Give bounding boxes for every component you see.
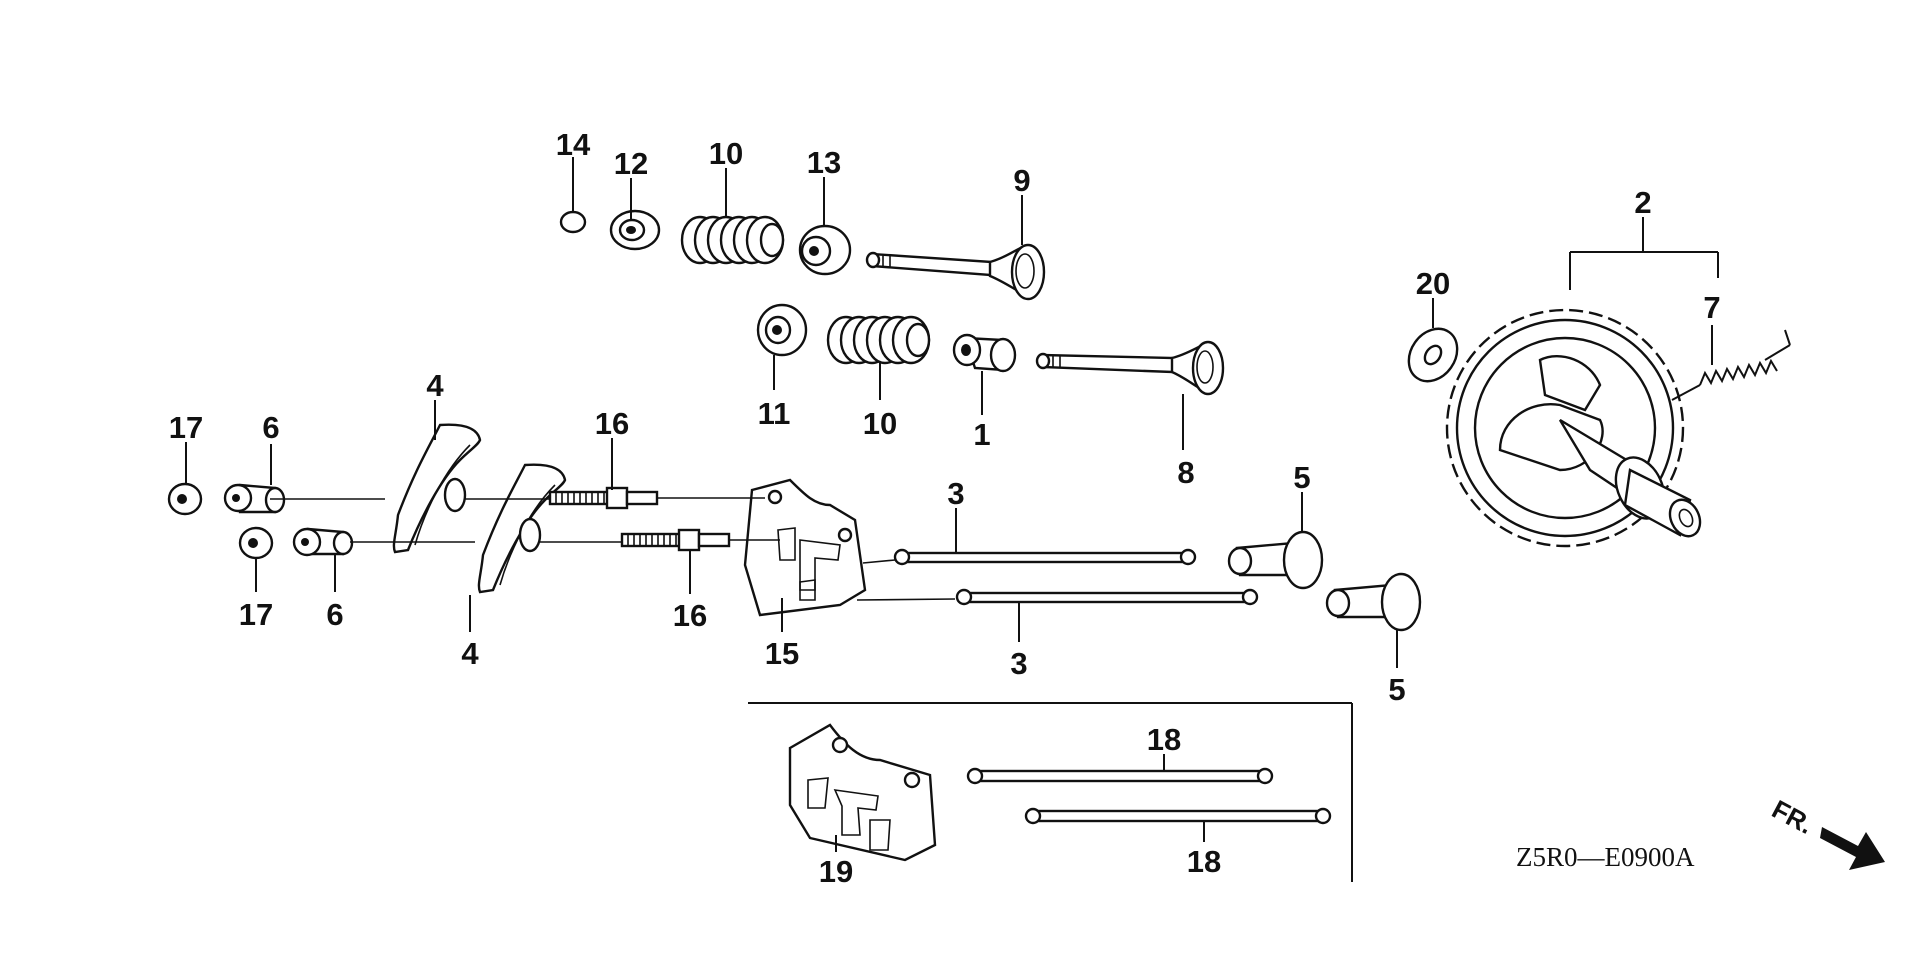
part-6-pivot-lower bbox=[292, 527, 354, 557]
callout-17-lower: 17 bbox=[239, 597, 273, 632]
callout-1: 1 bbox=[973, 417, 990, 452]
callout-18-upper: 18 bbox=[1147, 722, 1181, 757]
callout-20: 20 bbox=[1416, 266, 1450, 301]
front-direction-indicator: FR. bbox=[1767, 794, 1885, 870]
callout-4-upper: 4 bbox=[426, 368, 444, 403]
optional-parts-bracket bbox=[748, 702, 1353, 882]
part-4-rocker-lower bbox=[477, 463, 567, 594]
callout-16-upper: 16 bbox=[595, 406, 629, 441]
part-16-bolt-upper bbox=[548, 486, 659, 510]
callout-5-lower: 5 bbox=[1388, 672, 1405, 707]
leader-lines bbox=[185, 157, 1719, 852]
callout-16-lower: 16 bbox=[673, 598, 707, 633]
callout-10-top: 10 bbox=[709, 136, 743, 171]
callout-3-lower: 3 bbox=[1010, 646, 1027, 681]
callout-10-bottom: 10 bbox=[863, 406, 897, 441]
part-14-cotter bbox=[559, 210, 587, 234]
part-2-camshaft bbox=[1445, 308, 1702, 548]
callout-13: 13 bbox=[807, 145, 841, 180]
part-3-pushrod-upper bbox=[893, 548, 1197, 566]
callout-4-lower: 4 bbox=[461, 636, 479, 671]
part-10-spring-top bbox=[680, 215, 785, 265]
part-1-guide bbox=[952, 333, 1017, 373]
callout-12: 12 bbox=[614, 146, 648, 181]
part-10-spring-bottom bbox=[826, 315, 931, 365]
callout-14: 14 bbox=[556, 127, 591, 162]
part-7-spring bbox=[1671, 329, 1791, 401]
part-13-seal bbox=[798, 224, 852, 276]
callout-2: 2 bbox=[1634, 185, 1651, 220]
callout-5-upper: 5 bbox=[1293, 460, 1310, 495]
callout-labels: 14 12 10 13 9 11 10 1 8 2 20 7 4 17 6 16… bbox=[169, 127, 1721, 889]
part-11-seal bbox=[756, 303, 808, 357]
callout-9: 9 bbox=[1013, 163, 1030, 198]
part-15-guide-plate bbox=[743, 478, 867, 617]
part-18-pushrod-upper bbox=[966, 767, 1274, 785]
part-8-valve bbox=[1035, 340, 1225, 396]
callout-19: 19 bbox=[819, 854, 853, 889]
part-4-rocker-upper bbox=[392, 423, 482, 554]
front-label: FR. bbox=[1767, 794, 1818, 840]
part-18-pushrod-lower bbox=[1024, 807, 1332, 825]
callout-6-lower: 6 bbox=[326, 597, 343, 632]
front-arrow-icon bbox=[1820, 827, 1885, 870]
callout-6-upper: 6 bbox=[262, 410, 279, 445]
part-3-pushrod-lower bbox=[955, 588, 1259, 606]
part-5-tappet-upper bbox=[1227, 530, 1324, 590]
part-12-retainer bbox=[609, 209, 661, 251]
part-17-nut-lower bbox=[238, 526, 274, 560]
part-5-tappet-lower bbox=[1325, 572, 1422, 632]
diagram-code: Z5R0—E0900A bbox=[1516, 842, 1695, 872]
callout-7: 7 bbox=[1703, 290, 1720, 325]
part-9-valve bbox=[865, 243, 1046, 301]
callout-15: 15 bbox=[765, 636, 799, 671]
part-17-nut-upper bbox=[167, 482, 203, 516]
part-16-bolt-lower bbox=[620, 528, 731, 552]
part-20-washer bbox=[1407, 327, 1459, 383]
part-19-guide-plate bbox=[788, 723, 937, 862]
callout-8: 8 bbox=[1177, 455, 1194, 490]
callout-3-upper: 3 bbox=[947, 476, 964, 511]
callout-18-lower: 18 bbox=[1187, 844, 1221, 879]
callout-17-upper: 17 bbox=[169, 410, 203, 445]
callout-11: 11 bbox=[758, 396, 791, 431]
part-6-pivot-upper bbox=[223, 483, 286, 514]
